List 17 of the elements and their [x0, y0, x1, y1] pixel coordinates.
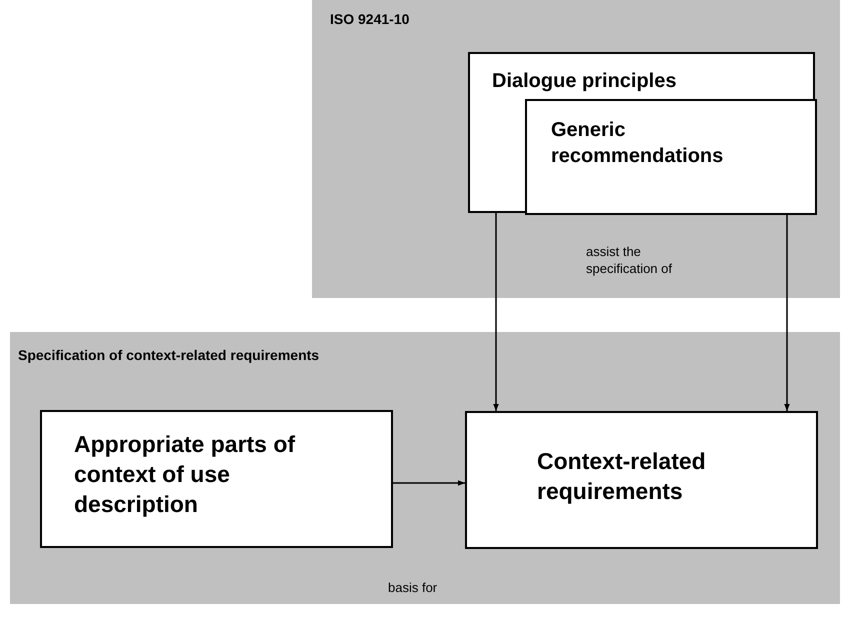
process-box	[525, 99, 817, 215]
process-box	[40, 410, 393, 548]
arrow	[493, 213, 499, 411]
group-panel	[10, 332, 840, 604]
process-box	[468, 52, 815, 213]
annotation-text: basis for	[388, 579, 438, 596]
group-title: Specification of context-related requirements	[18, 346, 320, 364]
box-label: Context-related requirements	[537, 447, 707, 506]
process-box	[465, 411, 818, 549]
arrow	[784, 213, 790, 411]
box-label: Dialogue principles	[492, 69, 678, 94]
box-label: Generic recommendations	[551, 118, 724, 169]
box-label: Appropriate parts of context of use description	[74, 430, 296, 519]
annotation-text: assist the specification of	[586, 243, 673, 277]
arrow	[393, 480, 465, 486]
group-title: ISO 9241-10	[330, 10, 410, 28]
group-panel	[312, 0, 840, 298]
